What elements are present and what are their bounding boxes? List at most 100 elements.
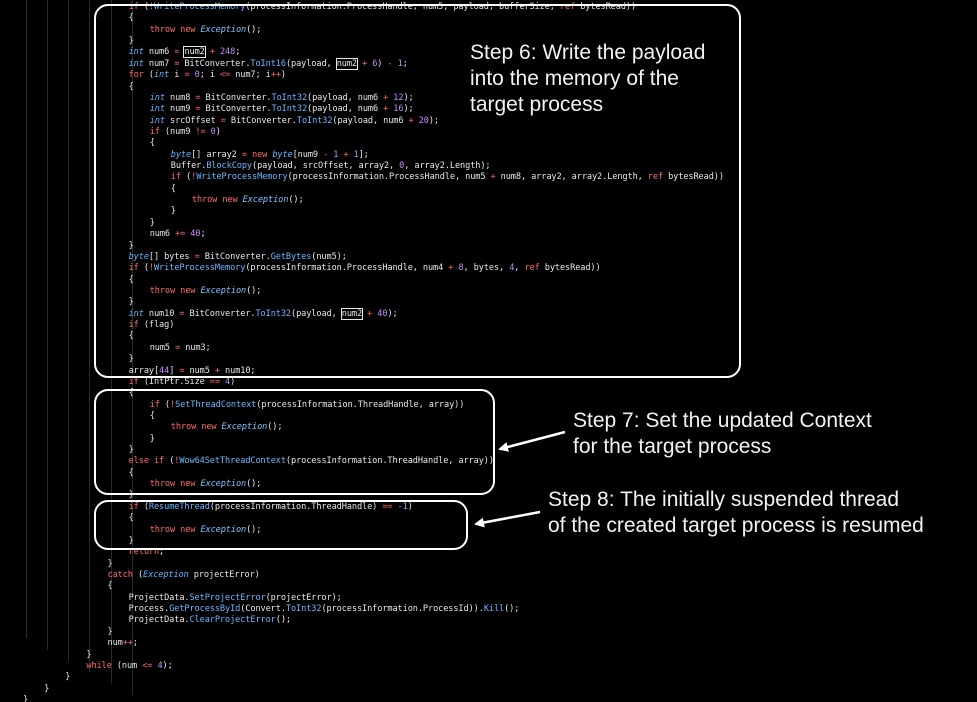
code-token: ( <box>138 2 149 12</box>
code-token: bytesRead)) <box>663 172 724 183</box>
code-line: } <box>129 354 134 365</box>
indent-guide <box>26 0 28 639</box>
code-token: Exception <box>200 524 247 535</box>
code-token: + <box>209 47 215 58</box>
code-token: (payload, num6 <box>332 115 409 126</box>
code-token: throw new <box>149 286 201 296</box>
code-token: ; <box>132 638 138 649</box>
code-token: srcOffset <box>164 115 221 126</box>
code-token: ( <box>138 501 149 512</box>
code-token: [num9 <box>292 149 324 160</box>
code-token: + <box>214 365 220 376</box>
code-token: num5 <box>149 342 176 353</box>
code-line: catch (Exception projectError) <box>108 570 260 581</box>
code-token: { <box>128 331 134 342</box>
code-token: int <box>128 58 144 69</box>
code-token: + <box>343 149 349 160</box>
code-token: <= <box>142 660 153 671</box>
code-token: + <box>490 172 496 183</box>
code-token: if <box>128 376 139 387</box>
code-token: (payload, num6 <box>307 92 384 103</box>
code-token: int <box>149 104 165 115</box>
code-token: } <box>44 683 50 694</box>
code-token: ! <box>148 263 154 274</box>
code-token: ); <box>387 308 398 319</box>
highlighted-token: num2 <box>340 307 364 320</box>
code-token: } <box>128 445 134 456</box>
code-token: 6 <box>372 58 378 69</box>
code-token: { <box>128 13 134 24</box>
code-token: while <box>86 660 112 671</box>
code-line: { <box>150 138 155 149</box>
code-line: array[44] = num5 + num10; <box>129 366 256 377</box>
code-token: ToInt32 <box>255 308 292 319</box>
code-token: } <box>23 694 29 702</box>
code-token: ToInt32 <box>296 115 333 126</box>
code-token: BitConverter. <box>179 58 251 69</box>
code-line: { <box>129 82 134 93</box>
code-token: <= <box>219 70 231 81</box>
code-token: ResumeThread <box>148 501 210 512</box>
code-token: (num5); <box>311 251 347 262</box>
code-token: 44 <box>159 365 170 376</box>
code-token: { <box>128 388 134 399</box>
code-token: 8 <box>458 263 464 274</box>
code-token: if <box>149 126 160 137</box>
code-token: 1 <box>333 149 339 160</box>
code-token: ClearProjectError <box>189 615 276 626</box>
code-token: projectError) <box>188 570 260 580</box>
code-token: = <box>179 365 185 376</box>
code-token: Exception <box>200 479 247 490</box>
code-token: + <box>362 58 368 69</box>
code-line: throw new Exception(); <box>150 25 262 36</box>
code-token: bytesRead)) <box>575 2 637 12</box>
code-token: ; <box>200 229 206 240</box>
code-token: ref <box>524 263 540 274</box>
code-line: int num8 = BitConverter.ToInt32(payload,… <box>150 93 414 104</box>
code-token: ProjectData. <box>128 615 190 626</box>
code-line: if (!WriteProcessMemory(processInformati… <box>171 172 724 183</box>
code-token: int <box>128 308 144 319</box>
code-token: , bytes, <box>463 263 510 274</box>
code-token: int <box>149 115 165 126</box>
code-token: WriteProcessMemory <box>153 2 246 12</box>
code-line: } <box>65 672 70 683</box>
code-token: return <box>128 547 160 558</box>
code-token: ToInt32 <box>271 104 308 115</box>
code-token: ) <box>280 70 286 81</box>
code-token: + <box>448 263 454 274</box>
code-token: byte <box>170 149 192 160</box>
step6-highlight-box <box>94 4 741 378</box>
step7-arrow <box>498 430 566 452</box>
code-token: 248 <box>219 47 236 58</box>
code-token: == <box>382 501 393 512</box>
code-token: ToInt32 <box>285 604 322 615</box>
code-token: , array2.Length); <box>404 161 491 172</box>
code-token: throw new <box>149 479 201 490</box>
code-line: } <box>23 695 28 702</box>
code-token: ); <box>162 660 173 671</box>
code-token: = <box>220 115 226 126</box>
code-line: return; <box>129 547 165 558</box>
code-token: = <box>241 149 247 160</box>
code-token: { <box>149 410 155 421</box>
code-line: throw new Exception(); <box>150 286 262 297</box>
code-line: } <box>129 36 134 47</box>
code-token: Process. <box>128 604 170 615</box>
code-token: ); <box>403 104 414 115</box>
code-token: { <box>128 467 134 478</box>
code-token: num6 <box>143 47 175 58</box>
code-line: } <box>44 684 49 695</box>
code-token: Exception <box>200 286 247 296</box>
code-token: (); <box>288 195 304 206</box>
code-line: { <box>129 468 134 479</box>
code-line: ProjectData.ClearProjectError(); <box>129 615 291 626</box>
code-line: ProjectData.SetProjectError(projectError… <box>129 593 342 604</box>
code-token: 40 <box>377 308 388 319</box>
code-token: - <box>323 149 329 160</box>
code-token: 0 <box>194 70 200 81</box>
code-token: new <box>252 149 268 160</box>
code-line: while (num <= 4); <box>86 661 172 672</box>
code-token: } <box>128 354 134 365</box>
code-token: if <box>128 320 139 331</box>
